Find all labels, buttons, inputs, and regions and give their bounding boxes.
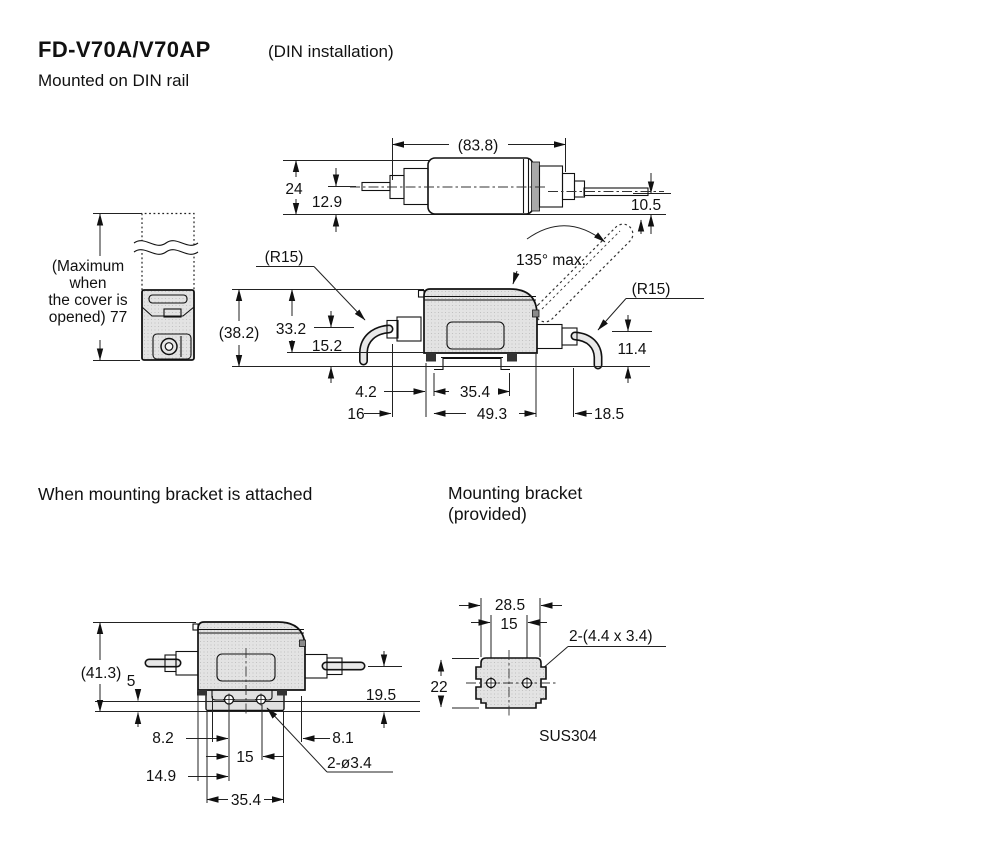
side-view: (R15) 135° max. (R15) (38.2) 33.2 15.2 1…	[219, 219, 704, 423]
display-window	[163, 308, 182, 318]
front-view-note: (Maximum when the cover is opened) 77	[48, 258, 128, 326]
side-view-callouts	[256, 266, 704, 331]
break-lines	[133, 240, 199, 255]
caption-bracket-provided-line1: Mounting bracket	[448, 483, 582, 503]
side-view-cables	[359, 324, 603, 370]
caption-bracket-attached: When mounting bracket is attached	[38, 484, 312, 504]
dim-side-right-offset: 18.5	[594, 406, 624, 423]
top-view: (83.8) 24 12.9 10.5	[283, 138, 671, 234]
dim-attached-cable-right-height: 19.5	[366, 687, 396, 704]
top-view-dimension-lines	[283, 138, 671, 234]
dim-attached-hole-spec: 2-ø3.4	[327, 755, 372, 772]
note-max-cover-line3: the cover is	[48, 292, 128, 309]
dim-side-left-offset: 16	[347, 406, 364, 423]
dim-attached-edge-to-hole: 14.9	[146, 768, 176, 785]
dim-attached-bracket-offset: 5	[127, 673, 136, 690]
dim-side-overall-height: (38.2)	[219, 325, 260, 342]
attached-view-dimension-lines	[93, 622, 420, 803]
dim-top-cable-right: 10.5	[631, 197, 661, 214]
side-view-unit	[386, 288, 578, 371]
dim-side-rail-slot-width: 35.4	[460, 384, 491, 401]
page-title-install-note: (DIN installation)	[268, 42, 394, 61]
dim-bracket-slot-spec: 2-(4.4 x 3.4)	[569, 628, 653, 645]
header: FD-V70A/V70AP (DIN installation) Mounted…	[38, 37, 394, 90]
opened-cover-projection	[141, 212, 195, 290]
dim-bracket-height: 22	[430, 679, 447, 696]
dim-side-cable-left-height: 15.2	[312, 338, 342, 355]
attached-view-cables	[144, 658, 366, 671]
note-max-cover-line4: opened) 77	[49, 309, 127, 326]
note-max-cover-line2: when	[68, 275, 106, 292]
side-view-dimension-lines	[232, 289, 652, 417]
cover-latch	[532, 309, 540, 318]
page-title-model: FD-V70A/V70AP	[38, 37, 211, 62]
attached-view-unit	[164, 621, 343, 714]
bracket-material: SUS304	[539, 728, 597, 745]
front-view: (Maximum when the cover is opened) 77	[48, 212, 199, 361]
din-claw-left	[426, 353, 436, 362]
dim-side-clip-offset: 4.2	[355, 384, 377, 401]
dim-attached-overall-height: (41.3)	[81, 665, 122, 682]
caption-bracket-provided-line2: (provided)	[448, 504, 527, 524]
dim-side-body-width: 49.3	[477, 406, 507, 423]
din-claw-right	[507, 353, 517, 362]
label-recess	[446, 321, 505, 350]
dim-open-angle: 135° max.	[516, 252, 586, 269]
note-max-cover-line1: (Maximum	[52, 258, 124, 275]
dim-side-body-height: 33.2	[276, 321, 306, 338]
dim-attached-bracket-width: 35.4	[231, 792, 262, 809]
dim-top-overall-width: (83.8)	[458, 138, 499, 155]
dim-side-cable-right-height: 11.4	[617, 341, 646, 358]
swing-arc-arrow	[526, 225, 606, 243]
dim-radius-left: (R15)	[265, 249, 304, 266]
bracket-detail-dimension-lines	[437, 598, 666, 709]
dim-radius-right: (R15)	[632, 281, 671, 298]
top-view-unit	[350, 157, 664, 215]
dim-top-overall-height: 24	[285, 181, 303, 198]
mounting-bracket	[466, 650, 556, 716]
hinge-tab	[417, 289, 425, 298]
dim-bracket-width: 28.5	[495, 597, 525, 614]
lens-housing	[152, 333, 192, 360]
front-view-unit	[141, 289, 195, 361]
bracket-detail-view: 28.5 15 2-(4.4 x 3.4) 22 SUS304	[430, 597, 666, 745]
bracket-attached-view: (41.3) 5 19.5 8.2 8.1 15 14.9 2-ø3.4 35.…	[81, 621, 420, 809]
dim-attached-hole-offset-left: 8.2	[152, 730, 174, 747]
page-subtitle: Mounted on DIN rail	[38, 71, 189, 90]
front-view-dimension-lines	[93, 213, 142, 361]
dim-attached-hole-offset-right: 8.1	[332, 730, 354, 747]
bracket-screw-holes	[223, 693, 267, 706]
dim-bracket-hole-pitch: 15	[500, 616, 517, 633]
dim-top-cable-left: 12.9	[312, 194, 342, 211]
dim-attached-hole-pitch: 15	[236, 749, 253, 766]
din-rail-profile	[434, 357, 510, 371]
